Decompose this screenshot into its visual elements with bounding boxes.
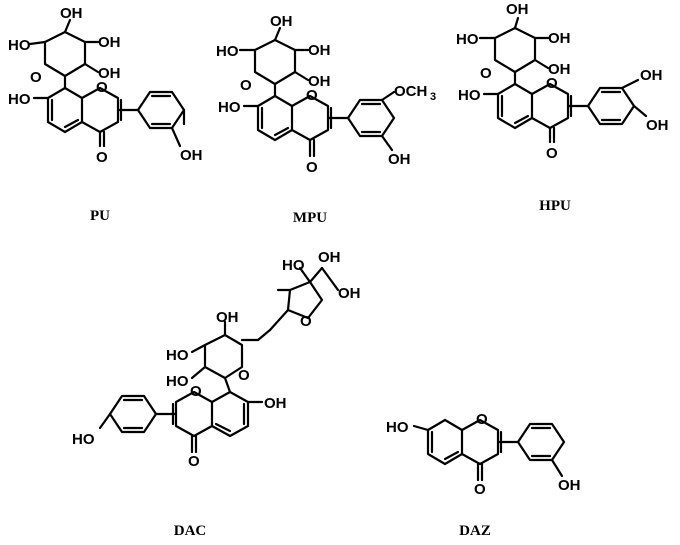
dac-label-oh-3: OH (216, 309, 239, 326)
daz-label-oh: OH (558, 477, 581, 494)
structure-mpu: HO OH OH OH O HO O O OCH 3 OH MPU (216, 13, 436, 226)
compound-name-hpu: HPU (539, 198, 571, 214)
dac-label-ho-3: HO (166, 373, 189, 390)
pu-label-o-keto: O (96, 149, 108, 166)
dac-label-o-pyran: O (190, 383, 202, 400)
hpu-label-oh-3: OH (548, 61, 571, 78)
daz-label-ho: HO (386, 419, 409, 436)
hpu-label-oh-4: OH (640, 67, 663, 84)
dac-label-ho-4: HO (72, 431, 95, 448)
hpu-label-o-pyran: O (546, 75, 558, 92)
compound-name-dac: DAC (174, 523, 207, 539)
mpu-label-oh-2: OH (308, 42, 331, 59)
mpu-label-o-ring: O (240, 77, 252, 94)
dac-label-ho-2: HO (166, 347, 189, 364)
pu-label-oh-3: OH (98, 65, 121, 82)
mpu-label-ho-1: HO (216, 43, 239, 60)
compound-name-mpu: MPU (293, 210, 327, 226)
structure-pu: HO OH OH OH O HO O O OH PU (8, 5, 203, 224)
mpu-label-ho-2: HO (218, 99, 241, 116)
hpu-label-ho-1: HO (456, 31, 479, 48)
dac-label-o-keto: O (188, 453, 200, 470)
compound-name-daz: DAZ (459, 523, 491, 539)
mpu-label-och3: OCH (394, 83, 427, 100)
hpu-label-o-keto: O (546, 145, 558, 162)
dac-label-o-ring: O (238, 367, 250, 384)
compound-name-pu: PU (90, 208, 110, 224)
mpu-label-oh-4: OH (388, 151, 411, 168)
pu-label-o-pyran: O (96, 79, 108, 96)
dac-label-oh-1: OH (318, 249, 341, 266)
pu-label-o-ring: O (30, 69, 42, 86)
daz-label-o-keto: O (474, 481, 486, 498)
structure-daz: HO O O OH DAZ (386, 411, 581, 539)
mpu-label-o-pyran: O (306, 87, 318, 104)
pu-label-oh-2: OH (98, 34, 121, 51)
hpu-label-oh-5: OH (646, 117, 669, 134)
dac-label-ho-1: HO (282, 257, 305, 274)
hpu-label-ho-2: HO (458, 87, 481, 104)
dac-label-oh-4: OH (264, 395, 287, 412)
hpu-label-o-ring: O (480, 65, 492, 82)
pu-label-oh-1: OH (60, 5, 83, 22)
pu-label-ho-1: HO (8, 37, 31, 54)
mpu-label-och3-subscript: 3 (430, 91, 436, 103)
daz-label-o-pyran: O (476, 411, 488, 428)
mpu-label-oh-3: OH (308, 73, 331, 90)
dac-label-oh-2: OH (338, 285, 361, 302)
hpu-label-oh-2: OH (548, 30, 571, 47)
structure-hpu: HO OH OH OH O HO O O OH OH HPU (456, 1, 669, 214)
mpu-label-oh-1: OH (270, 13, 293, 30)
dac-label-o-furan: O (300, 313, 312, 330)
pu-label-oh-4: OH (180, 147, 203, 164)
mpu-label-o-keto: O (306, 159, 318, 176)
hpu-label-oh-1: OH (506, 1, 529, 18)
structure-dac: HO OH OH O OH HO HO O O OH O HO DAC (72, 249, 361, 539)
pu-label-ho-2: HO (8, 91, 31, 108)
